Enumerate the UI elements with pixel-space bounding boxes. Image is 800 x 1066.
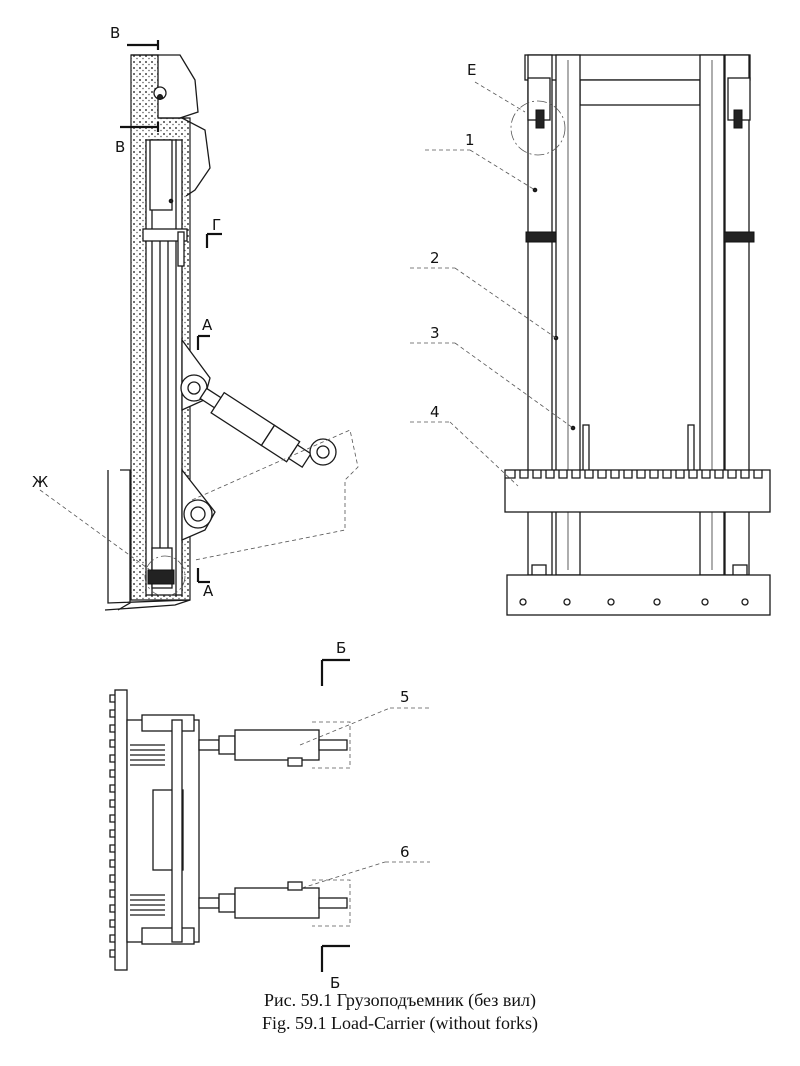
callout-6: 6 [400,843,410,861]
caption-english: Fig. 59.1 Load-Carrier (without forks) [262,1013,538,1033]
label-section-b-bottom: В [115,138,125,156]
label-detail-e: Е [467,61,476,79]
side-view: В В Г А А Ж [32,24,359,611]
front-view: Е 1 2 3 4 [410,54,771,616]
label-section-a-bottom: А [203,582,214,600]
label-section-be-top: Б [336,639,346,657]
callout-2: 2 [430,249,440,267]
label-section-a-top: А [202,316,213,334]
callout-3: 3 [430,324,440,342]
callout-4: 4 [430,403,440,421]
label-section-g: Г [212,216,221,234]
callout-5: 5 [400,688,410,706]
caption-russian: Рис. 59.1 Грузоподъемник (без вил) [264,990,536,1010]
label-detail-zh: Ж [32,473,48,491]
top-view: Б Б 5 6 [109,639,430,992]
label-section-be-bottom: Б [330,974,340,992]
label-section-b-top: В [110,24,120,42]
callout-1: 1 [465,131,475,149]
